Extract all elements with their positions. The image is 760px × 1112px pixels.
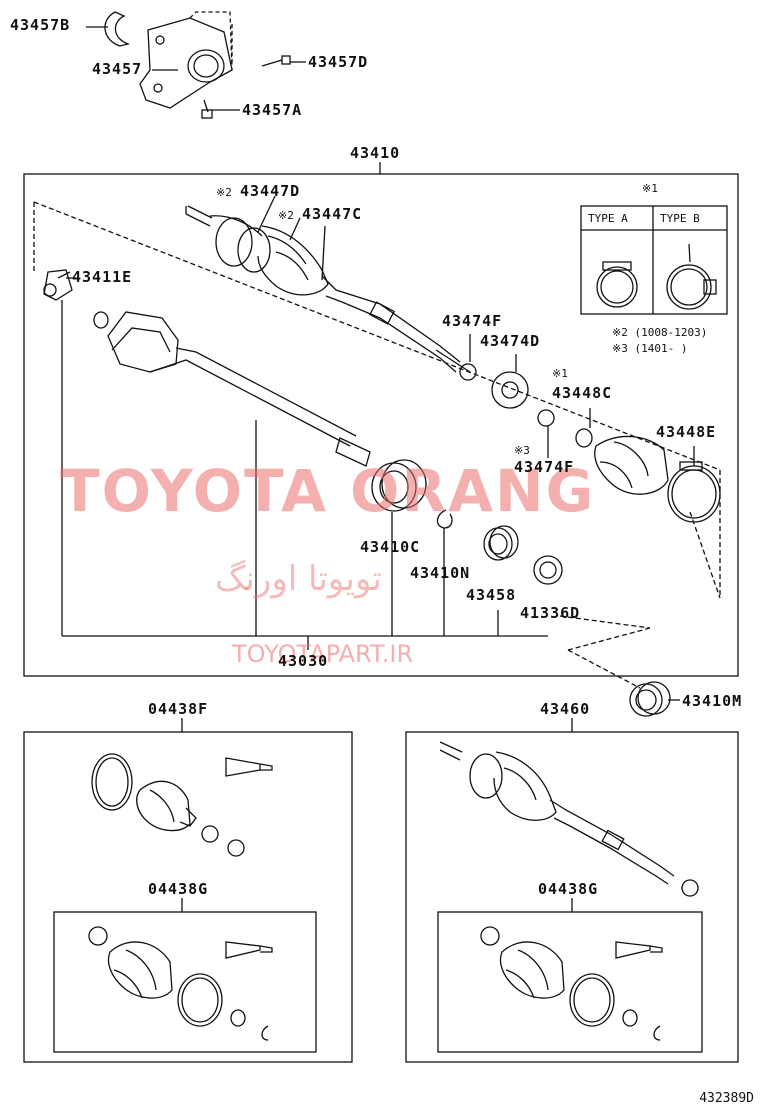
boot-43448E — [594, 435, 721, 523]
mark-note1b: ※1 — [552, 367, 568, 380]
clamp-small — [575, 428, 593, 448]
inner-joint-shaft — [107, 311, 371, 467]
note-2-range: ※2 (1008-1203) — [612, 326, 708, 339]
label-43448E: 43448E — [656, 423, 717, 441]
diagram-code: 432389D — [699, 1091, 754, 1106]
label-43448C: 43448C — [552, 384, 613, 402]
mark-note3: ※3 — [514, 444, 530, 457]
outer-joint-shaft — [185, 205, 471, 373]
bearing-43410M — [629, 681, 671, 717]
seal-41336D — [533, 555, 563, 585]
ring-small — [93, 311, 109, 329]
watermark-persian: تویوتا اورنگ — [215, 559, 382, 599]
label-43457: 43457 — [92, 60, 143, 78]
label-43460: 43460 — [540, 700, 591, 718]
note-3-range: ※3 (1401- ) — [612, 342, 688, 355]
label-43411E: 43411E — [72, 268, 133, 286]
mark-note1: ※1 — [642, 182, 658, 195]
clamp-43448C — [537, 409, 555, 427]
label-43410: 43410 — [350, 144, 401, 162]
clamp-type-a — [596, 261, 638, 308]
label-43410M: 43410M — [682, 692, 743, 710]
joint-43411E — [43, 269, 73, 301]
label-43457D: 43457D — [308, 53, 369, 71]
label-43410C: 43410C — [360, 538, 421, 556]
watermark-site: TOYOTAPART.IR — [232, 640, 414, 668]
label-43457A: 43457A — [242, 101, 303, 119]
label-04438F: 04438F — [148, 700, 209, 718]
label-43030: 43030 — [278, 652, 329, 670]
bearing-43410C — [371, 459, 427, 512]
label-43457B: 43457B — [10, 16, 71, 34]
bracket-43457 — [104, 11, 233, 109]
kit-box-04438G-right — [437, 911, 703, 1053]
type-box — [580, 205, 728, 315]
kit-04438G-right-parts — [480, 926, 663, 1041]
kit-box-04438G-left — [53, 911, 317, 1053]
label-43474D: 43474D — [480, 332, 541, 350]
kit-box-43460 — [405, 731, 739, 1063]
label-43447D: 43447D — [240, 182, 301, 200]
label-04438G-left: 04438G — [148, 880, 209, 898]
label-04438G-right: 04438G — [538, 880, 599, 898]
clamp-43474F — [459, 363, 477, 381]
kit-box-04438F — [23, 731, 353, 1063]
clamp-type-b — [666, 243, 717, 310]
assembly-frame-43410 — [23, 173, 739, 677]
kit-04438F-parts — [91, 753, 273, 857]
watermark-main: TOYOTA ORANG — [60, 457, 596, 525]
bolt-43457A — [201, 99, 213, 119]
kit-43460-shaft — [439, 741, 699, 897]
label-43474F: 43474F — [442, 312, 503, 330]
mark-note2b: ※2 — [278, 209, 294, 222]
type-a-label: TYPE A — [588, 212, 628, 225]
label-43410N: 43410N — [410, 564, 471, 582]
seal-43458 — [483, 525, 519, 561]
kit-04438G-left-parts — [88, 926, 273, 1041]
label-43474F-b: 43474F — [514, 458, 575, 476]
mark-note2: ※2 — [216, 186, 232, 199]
label-43458: 43458 — [466, 586, 517, 604]
label-43447C: 43447C — [302, 205, 363, 223]
bolt-43457D — [261, 55, 291, 67]
type-b-label: TYPE B — [660, 212, 700, 225]
label-41336D: 41336D — [520, 604, 581, 622]
damper-43474D — [491, 371, 529, 409]
